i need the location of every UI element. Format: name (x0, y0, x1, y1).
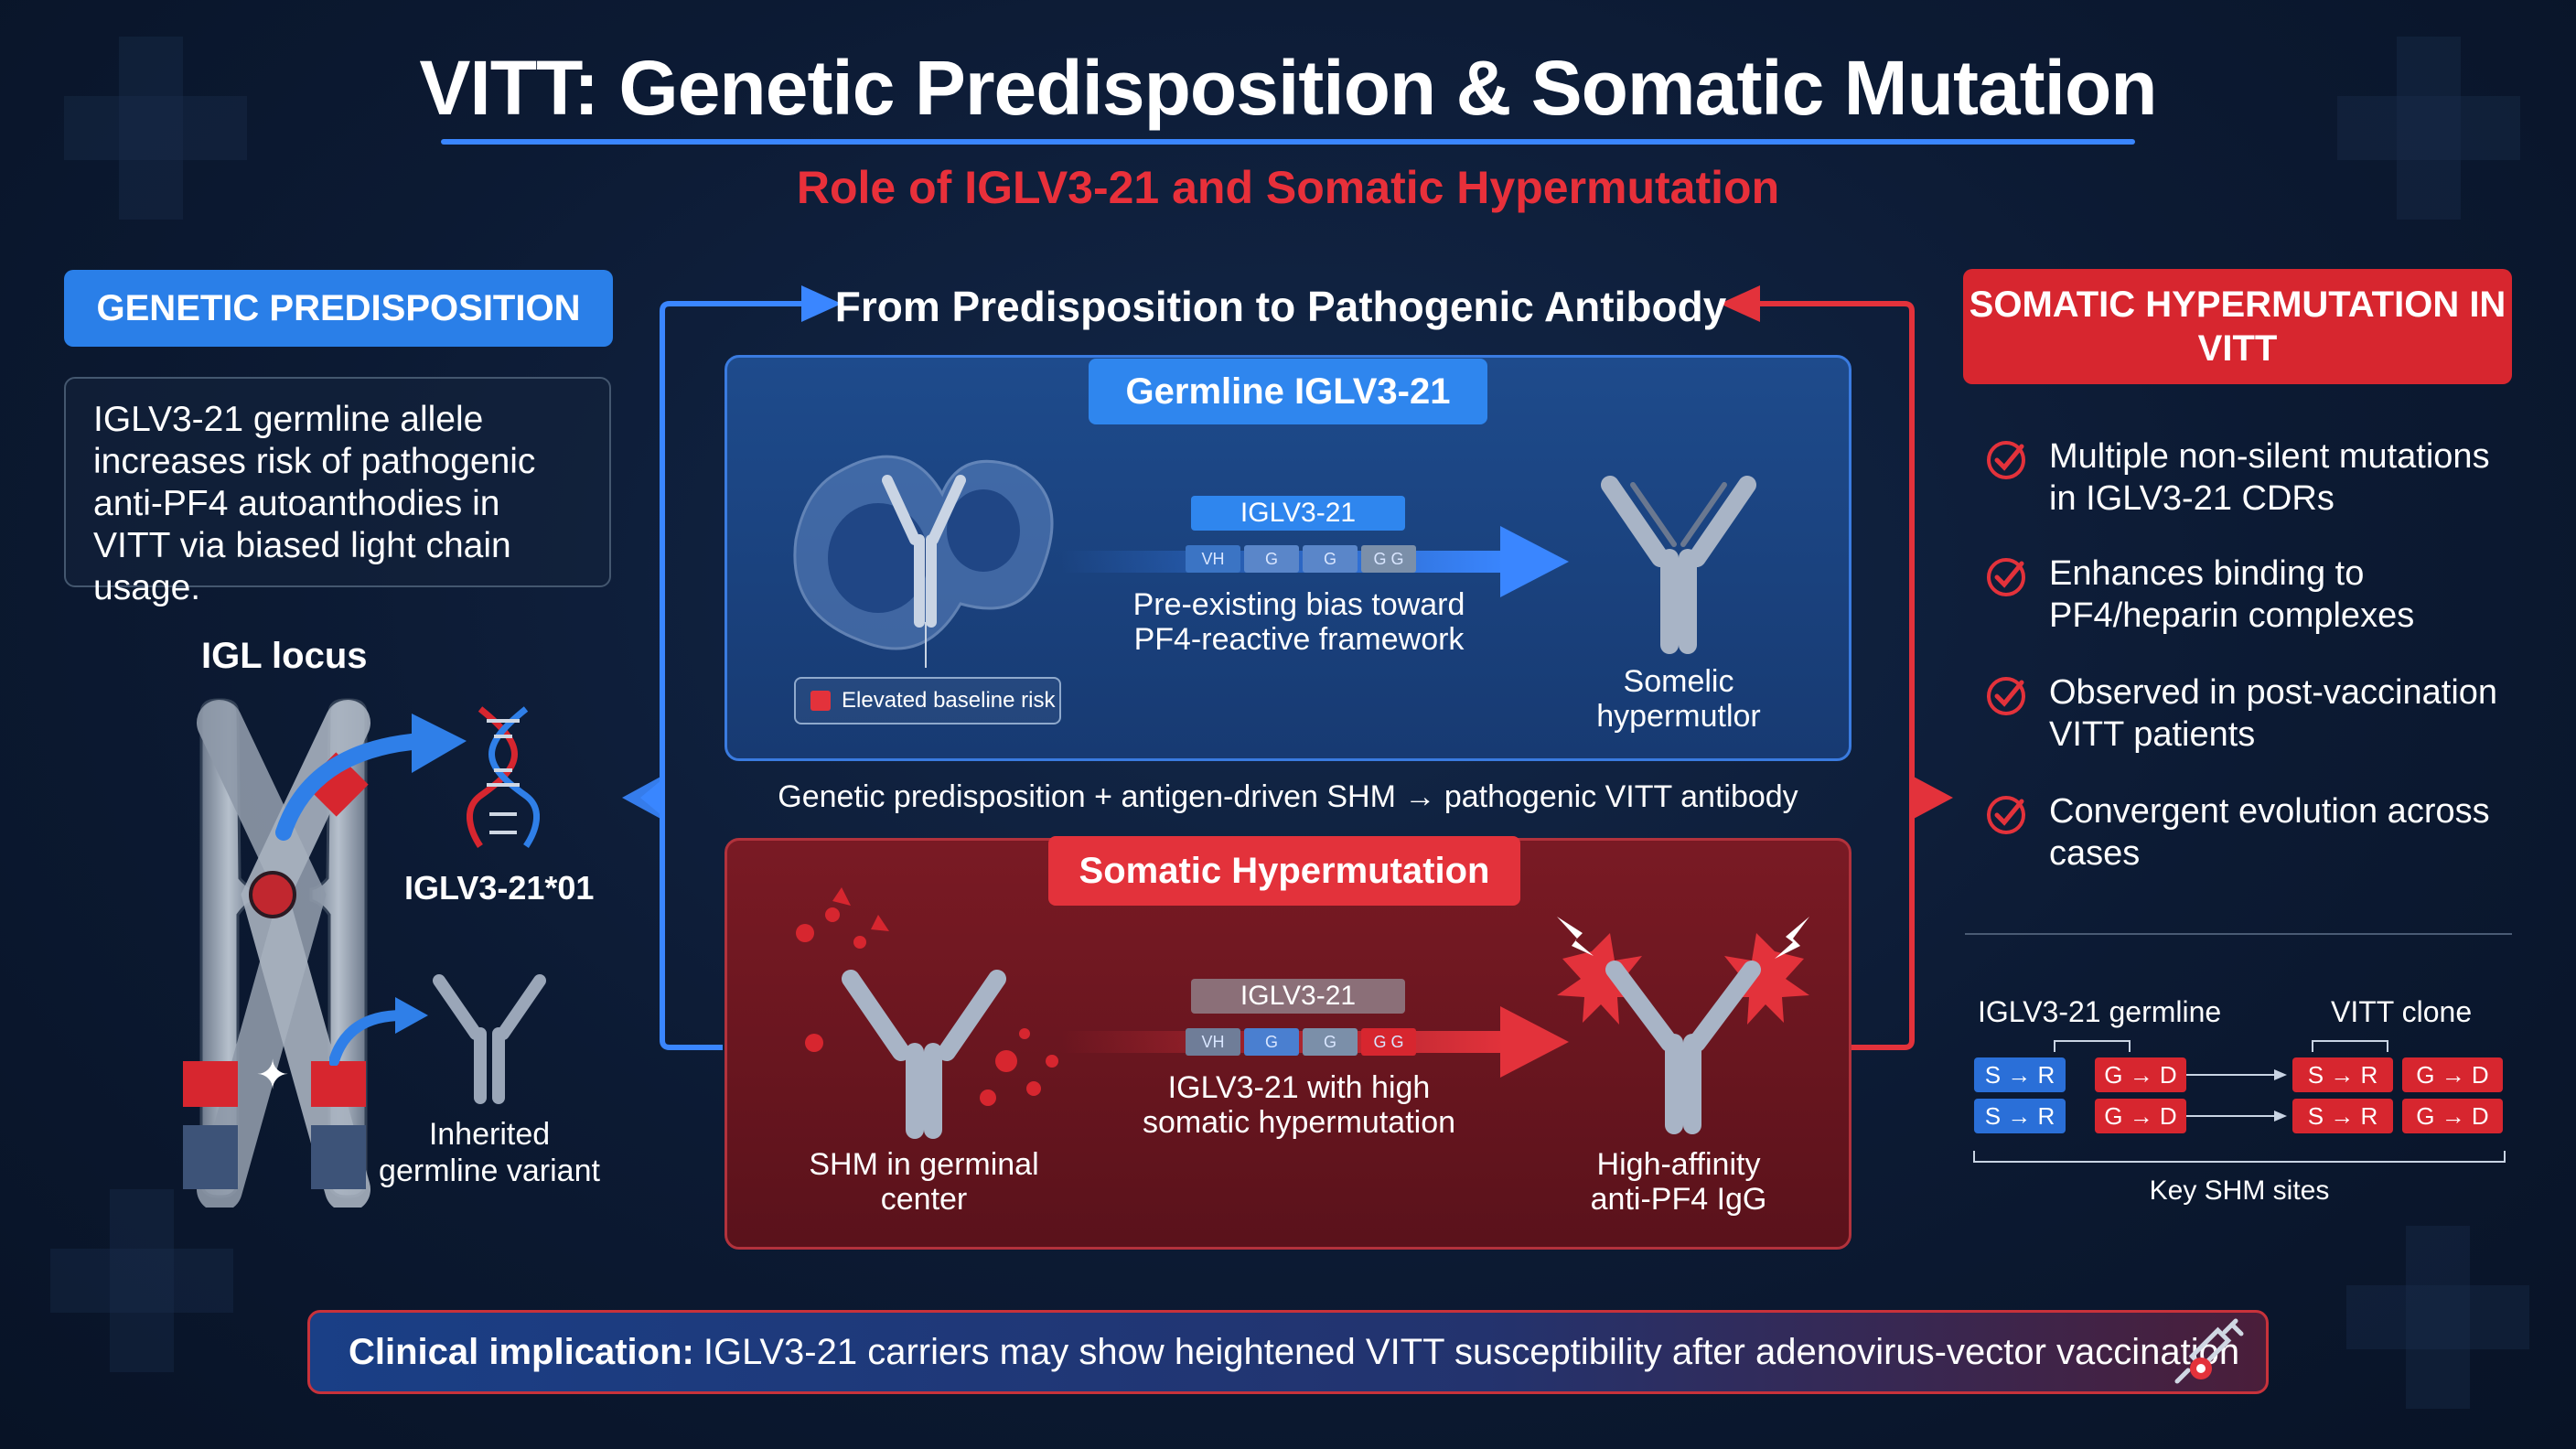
elevated-risk-badge: Elevated baseline risk (794, 677, 1061, 724)
small-arrow-icon (329, 997, 428, 1066)
mutation-box: G → D (2095, 1099, 2186, 1133)
check-item-text: Convergent evolution across cases (2049, 792, 2490, 873)
inherited-variant-label: Inherited germline variant (379, 1117, 600, 1188)
check-circle-icon (1987, 677, 2025, 715)
seq-cell: G G (1361, 1028, 1416, 1056)
decor-cross (2337, 96, 2520, 160)
vitt-clone-label: VITT clone (2331, 995, 2473, 1028)
svg-text:✦: ✦ (256, 1052, 290, 1099)
germline-sequence: VH G G G G (1186, 545, 1416, 573)
seq-cell: G (1244, 1028, 1299, 1056)
mutation-box: S → R (1974, 1099, 2066, 1133)
shm-header: Somatic Hypermutation (1048, 836, 1520, 906)
allele-label: IGLV3-21*01 (404, 869, 595, 907)
decor-cross (2346, 1285, 2529, 1349)
key-shm-sites-label: Key SHM sites (2149, 1175, 2330, 1206)
germline-result-label: Somelic hypermutlor (1596, 664, 1761, 734)
page-title: VITT: Genetic Predisposition & Somatic M… (419, 45, 2157, 131)
seq-cell: G (1303, 545, 1358, 573)
syringe-icon (2174, 1318, 2244, 1384)
flow-connectors (622, 285, 1953, 1050)
germline-label: IGLV3-21 germline (1978, 995, 2222, 1028)
high-affinity-antibody-icon (1557, 917, 1809, 1134)
page-subtitle: Role of IGLV3-21 and Somatic Hypermutati… (796, 162, 1780, 213)
mutation-box: G → D (2402, 1099, 2503, 1133)
decor-cross (64, 96, 247, 160)
mutation-box: G → D (2402, 1057, 2503, 1092)
shm-gene-tag: IGLV3-21 (1191, 979, 1405, 1014)
shm-result-label: High-affinity anti-PF4 IgG (1590, 1147, 1767, 1217)
antibody-icon (433, 974, 546, 1104)
seq-cell: G (1244, 545, 1299, 573)
curved-arrow-icon (275, 714, 467, 841)
shm-sites-connectors (1973, 1040, 2506, 1163)
decor-cross (110, 1189, 174, 1372)
seq-cell: G G (1361, 545, 1416, 573)
decor-cross (119, 37, 183, 220)
seq-cell: G (1303, 1028, 1358, 1056)
title-area: VITT: Genetic Predisposition & Somatic M… (0, 44, 2576, 138)
check-item-text: Enhances binding to PF4/heparin complexe… (2049, 554, 2415, 635)
decor-cross (2397, 37, 2461, 220)
decor-cross (50, 1249, 233, 1313)
genetic-predisposition-header: GENETIC PREDISPOSITION (64, 270, 613, 347)
check-circle-icon (1987, 558, 2025, 596)
seq-cell: VH (1186, 545, 1240, 573)
cell-icon (793, 455, 1054, 668)
antibody-icon (1601, 476, 1756, 654)
title-underline (441, 139, 2135, 145)
germline-header: Germline IGLV3-21 (1089, 359, 1487, 424)
divider (1965, 933, 2512, 935)
shm-caption: IGLV3-21 with high somatic hypermutation (1142, 1070, 1456, 1140)
center-caption: Genetic predisposition + antigen-driven … (778, 779, 1798, 814)
germline-gene-tag: IGLV3-21 (1191, 496, 1405, 531)
dna-icon (467, 706, 540, 848)
igl-locus-label: IGL locus (201, 636, 368, 676)
decor-cross (2406, 1226, 2470, 1409)
somatic-hypermutation-header: SOMATIC HYPERMUTATION IN VITT (1963, 269, 2512, 384)
check-item-text: Observed in post-vaccination VITT patien… (2049, 673, 2498, 754)
banner-text: IGLV3-21 carriers may show heightened VI… (703, 1331, 2240, 1372)
risk-badge-label: Elevated baseline risk (842, 688, 1056, 713)
risk-square-icon (810, 691, 831, 711)
check-circle-icon (1987, 796, 2025, 834)
check-item: Enhances binding to PF4/heparin complexe… (1985, 553, 2516, 637)
germline-caption: Pre-existing bias toward PF4-reactive fr… (1132, 587, 1465, 657)
banner-heading: Clinical implication: (349, 1331, 694, 1372)
mutation-box: S → R (2292, 1099, 2393, 1133)
check-item: Multiple non-silent mutations in IGLV3-2… (1985, 435, 2516, 520)
check-item-text: Multiple non-silent mutations in IGLV3-2… (2049, 437, 2490, 518)
check-circle-icon (1987, 441, 2025, 479)
shm-left-label: SHM in germinal center (809, 1147, 1039, 1217)
genetic-predisposition-description: IGLV3-21 germline allele increases risk … (64, 377, 611, 607)
mutation-box: S → R (2292, 1057, 2393, 1092)
mutation-box: G → D (2095, 1057, 2186, 1092)
mutation-box: S → R (1974, 1057, 2066, 1092)
flow-title: From Predisposition to Pathogenic Antibo… (834, 283, 1727, 330)
clinical-implication-banner: Clinical implication: IGLV3-21 carriers … (307, 1310, 2269, 1394)
check-item: Observed in post-vaccination VITT patien… (1985, 671, 2516, 756)
seq-cell: VH (1186, 1028, 1240, 1056)
shm-sequence: VH G G G G (1186, 1028, 1416, 1056)
germinal-center-icon (796, 887, 1058, 1139)
check-item: Convergent evolution across cases (1985, 790, 2516, 875)
